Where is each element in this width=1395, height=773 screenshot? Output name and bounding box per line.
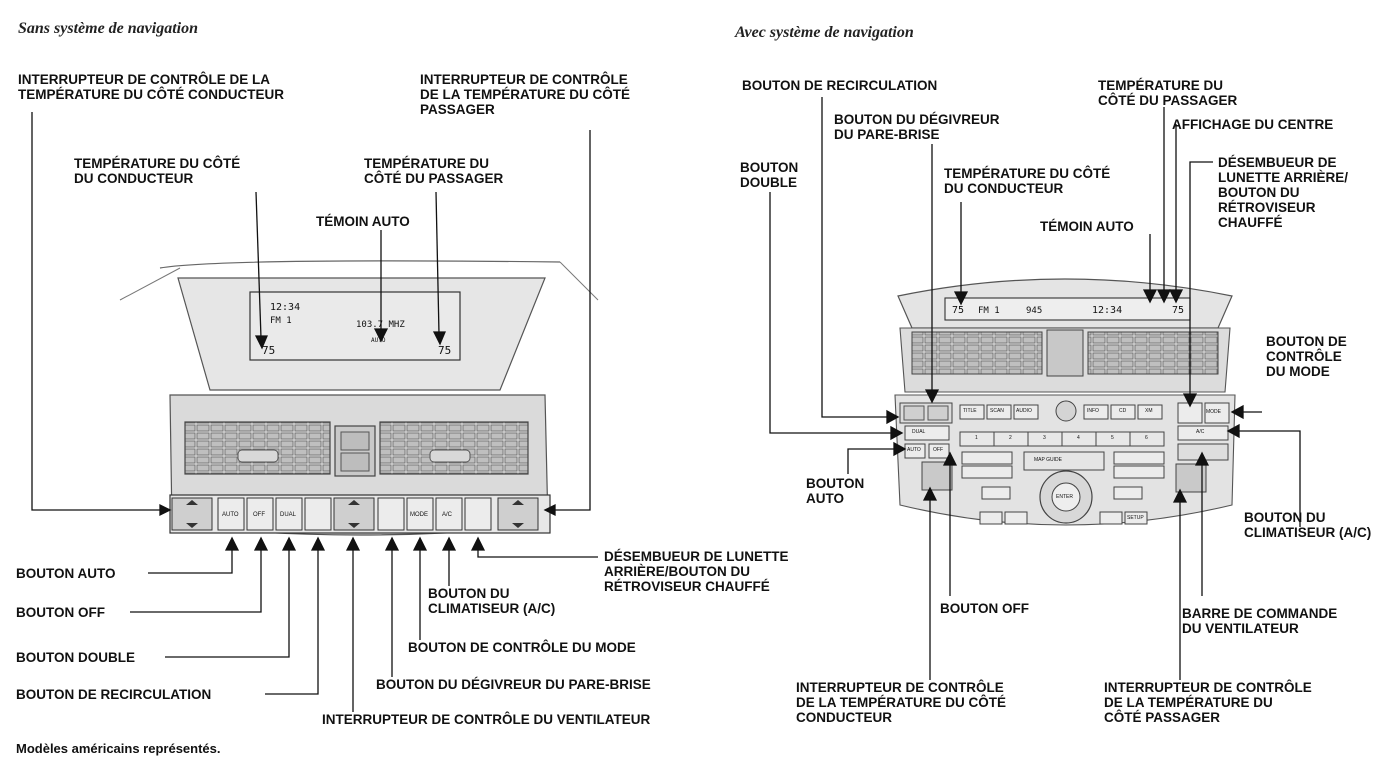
right-driver-temp-switch [921,461,953,491]
right-label-driver-temp-switch: INTERRUPTEUR DE CONTRÔLE DE LA TEMPÉRATU… [796,680,1007,725]
left-lcd-temp-right: 75 [438,344,452,357]
right-btn-title: TITLE [963,408,977,414]
right-btn-info: INFO [1087,408,1099,414]
right-left-vent [911,331,1043,375]
footnote: Modèles américains représentés. [16,741,221,756]
left-btn-ac: A/C [442,512,453,518]
left-panel-drawing [119,260,599,536]
right-label-auto-button: BOUTON AUTO [806,476,865,506]
right-preset-3: 3 [1043,435,1046,441]
left-label-defrost-button: BOUTON DU DÉGIVREUR DU PARE-BRISE [376,677,651,692]
left-lcd-auto: AUTO [371,337,386,344]
right-btn-scan: SCAN [990,408,1004,414]
right-btn-xm: XM [1145,408,1153,414]
right-label-rear-defog: DÉSEMBUEUR DE LUNETTE ARRIÈRE/ BOUTON DU… [1218,155,1349,230]
left-label-auto-indicator: TÉMOIN AUTO [316,214,410,229]
left-label-mode-button: BOUTON DE CONTRÔLE DU MODE [408,640,636,655]
left-vent [184,421,331,475]
left-label-driver-temp-switch: INTERRUPTEUR DE CONTRÔLE DE LA TEMPÉRATU… [18,72,284,102]
right-lcd-clock: 12:34 [1092,305,1123,316]
right-right-vent [1087,331,1219,375]
left-lcd-clock: 12:34 [270,302,301,313]
right-label-auto-indicator: TÉMOIN AUTO [1040,219,1134,234]
right-btn-mode: MODE [1206,409,1221,415]
right-label-recirc-button: BOUTON DE RECIRCULATION [742,78,938,93]
left-btn-mode: MODE [410,512,428,518]
right-section-header: Avec système de navigation [735,24,914,41]
left-btn-off: OFF [253,512,265,518]
left-lcd-freq: 103.7 MHZ [356,320,405,330]
right-btn-setup: SETUP [1127,515,1144,521]
right-btn-off: OFF [933,447,943,453]
left-label-passenger-temp-switch: INTERRUPTEUR DE CONTRÔLE DE LA TEMPÉRATU… [420,72,631,117]
right-btn-menu: MAP GUIDE [1034,457,1062,463]
right-label-passenger-temp-switch: INTERRUPTEUR DE CONTRÔLE DE LA TEMPÉRATU… [1104,680,1312,725]
right-btn-auto: AUTO [907,447,921,453]
left-lcd-band: FM 1 [270,316,292,326]
right-label-center-display: AFFICHAGE DU CENTRE [1172,117,1334,132]
right-btn-dual: DUAL [912,429,926,435]
right-lcd-band: FM 1 [978,306,1000,316]
right-preset-1: 1 [975,435,978,441]
right-btn-enter: ENTER [1056,494,1073,500]
left-label-fan-switch: INTERRUPTEUR DE CONTRÔLE DU VENTILATEUR [322,712,651,727]
right-preset-6: 6 [1145,435,1148,441]
right-label-ac-button: BOUTON DU CLIMATISEUR (A/C) [1244,510,1372,540]
left-leader-lines [31,112,598,712]
right-lcd-temp-left: 75 [952,305,965,316]
right-btn-audio: AUDIO [1016,408,1032,414]
left-label-passenger-temp: TEMPÉRATURE DU CÔTÉ DU PASSAGER [364,156,504,186]
right-preset-5: 5 [1111,435,1114,441]
left-label-recirc-button: BOUTON DE RECIRCULATION [16,687,212,702]
right-lcd-freq: 945 [1026,306,1043,316]
left-section-header: Sans système de navigation [18,20,199,37]
left-label-rear-defog: DÉSEMBUEUR DE LUNETTE ARRIÈRE/BOUTON DU … [604,549,789,594]
right-label-fan-bar: BARRE DE COMMANDE DU VENTILATEUR [1182,606,1338,636]
right-panel-drawing [894,278,1236,526]
right-label-defrost-button: BOUTON DU DÉGIVREUR DU PARE-BRISE [834,112,1000,142]
left-label-dual-button: BOUTON DOUBLE [16,650,136,665]
left-label-off-button: BOUTON OFF [16,605,105,620]
right-preset-4: 4 [1077,435,1080,441]
right-label-driver-temp: TEMPÉRATURE DU CÔTÉ DU CONDUCTEUR [944,166,1111,196]
right-preset-2: 2 [1009,435,1012,441]
right-vent [379,421,529,475]
left-label-auto-button: BOUTON AUTO [16,566,116,581]
left-lcd-display [249,291,461,361]
left-btn-auto: AUTO [222,512,239,518]
right-btn-ac: A/C [1196,429,1205,435]
right-label-dual-button: BOUTON DOUBLE [740,160,799,190]
left-lcd-temp-left: 75 [262,344,276,357]
right-btn-cd: CD [1119,408,1127,414]
right-label-off-button: BOUTON OFF [940,601,1029,616]
right-leader-lines [769,97,1301,680]
right-label-passenger-temp: TEMPÉRATURE DU CÔTÉ DU PASSAGER [1098,78,1238,108]
left-label-ac-button: BOUTON DU CLIMATISEUR (A/C) [428,586,556,616]
left-label-driver-temp: TEMPÉRATURE DU CÔTÉ DU CONDUCTEUR [74,156,241,186]
right-label-mode-button: BOUTON DE CONTRÔLE DU MODE [1266,334,1347,379]
left-btn-dual: DUAL [280,512,297,518]
right-lcd-temp-right: 75 [1172,305,1185,316]
right-passenger-temp-switch [1175,463,1207,493]
